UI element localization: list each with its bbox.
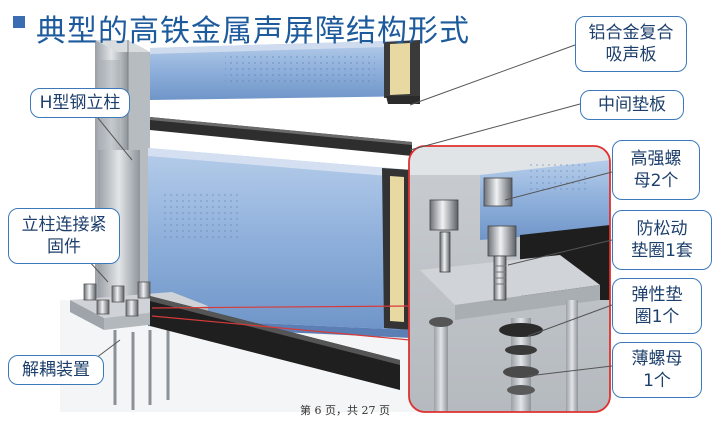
bottom-rubber-strip bbox=[150, 296, 400, 390]
detail-leader-lines bbox=[151, 305, 411, 341]
callout-decoupling: 解耦装置 bbox=[8, 355, 104, 385]
callout-spacer: 中间垫板 bbox=[580, 90, 684, 120]
callout-lock-washer: 防松动 垫圈1套 bbox=[612, 210, 712, 270]
callout-thin-nut: 薄螺母 1个 bbox=[612, 342, 702, 398]
slide-title: 典型的高铁金属声屏障结构形式 bbox=[36, 14, 470, 49]
callout-panel: 铝合金复合 吸声板 bbox=[575, 16, 687, 72]
callout-hi-strength-nut: 高强螺 母2个 bbox=[612, 140, 700, 200]
bolt-detail-closeup bbox=[409, 146, 610, 412]
page-footer: 第 6 页，共 27 页 bbox=[300, 404, 390, 417]
callout-column: H型钢立柱 bbox=[30, 88, 130, 118]
detail-frame bbox=[408, 145, 611, 413]
callout-fastener: 立柱连接紧 固件 bbox=[8, 208, 120, 264]
top-absorption-panel bbox=[150, 40, 420, 104]
callout-spring-washer: 弹性垫 圈1个 bbox=[612, 278, 702, 334]
middle-spacer-plate bbox=[150, 117, 412, 156]
title-bullet bbox=[13, 16, 25, 28]
